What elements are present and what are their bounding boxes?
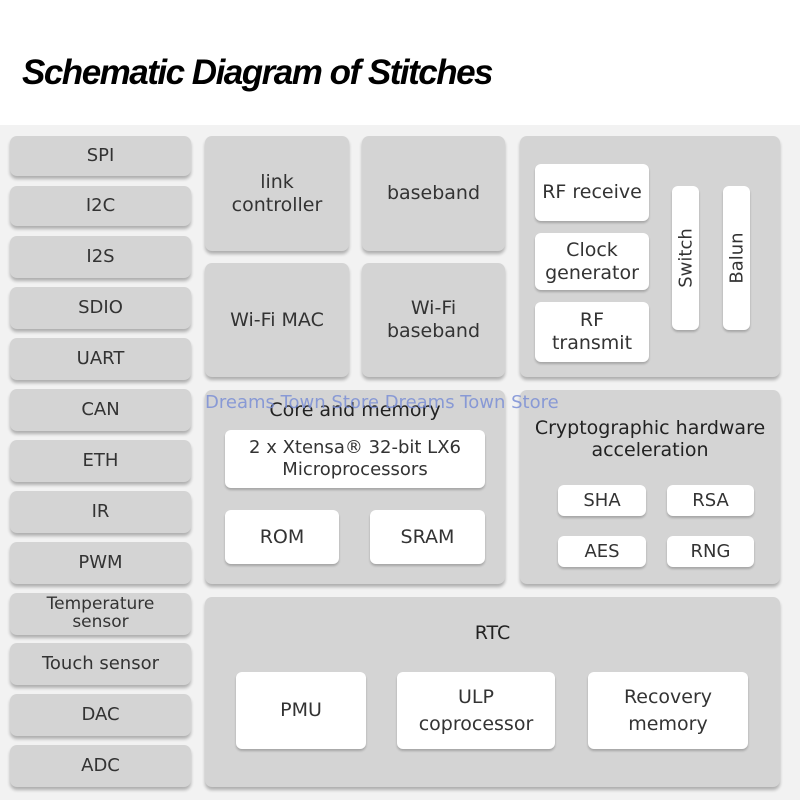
crypto-heading: Cryptographic hardware acceleration xyxy=(534,417,766,461)
interface-i2c: I2C xyxy=(10,186,191,226)
interface-ir: IR xyxy=(10,491,191,533)
store-watermark: Dreams Town Store Dreams Town Store xyxy=(205,392,559,413)
switch-box: Switch xyxy=(672,186,699,330)
interface-touch-sensor: Touch sensor xyxy=(10,643,191,685)
interface-temperature-sensor: Temperature sensor xyxy=(10,593,191,635)
wifi-mac-block: Wi-Fi MAC xyxy=(205,263,349,377)
crypto-block: Cryptographic hardware acceleration SHA … xyxy=(520,390,780,584)
pmu-box: PMU xyxy=(236,672,366,749)
interface-spi: SPI xyxy=(10,136,191,176)
interface-uart: UART xyxy=(10,338,191,380)
ulp-coprocessor-box: ULP coprocessor xyxy=(397,672,555,749)
core-memory-heading: Core and memory xyxy=(269,399,441,421)
interface-can: CAN xyxy=(10,389,191,431)
balun-box: Balun xyxy=(723,186,750,330)
interface-dac: DAC xyxy=(10,694,191,736)
clock-generator-box: Clock generator xyxy=(535,233,649,290)
radio-block: RF receive Clock generator RF transmit S… xyxy=(520,136,780,377)
interface-eth: ETH xyxy=(10,440,191,482)
switch-label: Switch xyxy=(675,228,696,288)
processor-box: 2 x Xtensa® 32-bit LX6 Microprocessors xyxy=(225,430,485,488)
sha-box: SHA xyxy=(558,485,646,516)
link-controller-block: link controller xyxy=(205,136,349,251)
balun-label: Balun xyxy=(726,232,747,284)
sram-box: SRAM xyxy=(370,510,485,564)
rtc-heading: RTC xyxy=(474,622,511,644)
rsa-box: RSA xyxy=(667,485,754,516)
interface-adc: ADC xyxy=(10,745,191,787)
recovery-memory-box: Recovery memory xyxy=(588,672,748,749)
diagram-title: Schematic Diagram of Stitches xyxy=(22,53,494,92)
core-memory-block: Core and memory 2 x Xtensa® 32-bit LX6 M… xyxy=(205,390,505,584)
wifi-baseband-block: Wi-Fi baseband xyxy=(362,263,505,377)
rng-box: RNG xyxy=(667,536,754,567)
rf-transmit-box: RF transmit xyxy=(535,302,649,362)
interface-i2s: I2S xyxy=(10,236,191,278)
interface-pwm: PWM xyxy=(10,542,191,584)
rom-box: ROM xyxy=(225,510,339,564)
interface-sdio: SDIO xyxy=(10,287,191,329)
baseband-block: baseband xyxy=(362,136,505,251)
aes-box: AES xyxy=(558,536,646,567)
rf-receive-box: RF receive xyxy=(535,164,649,221)
rtc-block: RTC PMU ULP coprocessor Recovery memory xyxy=(205,597,780,787)
